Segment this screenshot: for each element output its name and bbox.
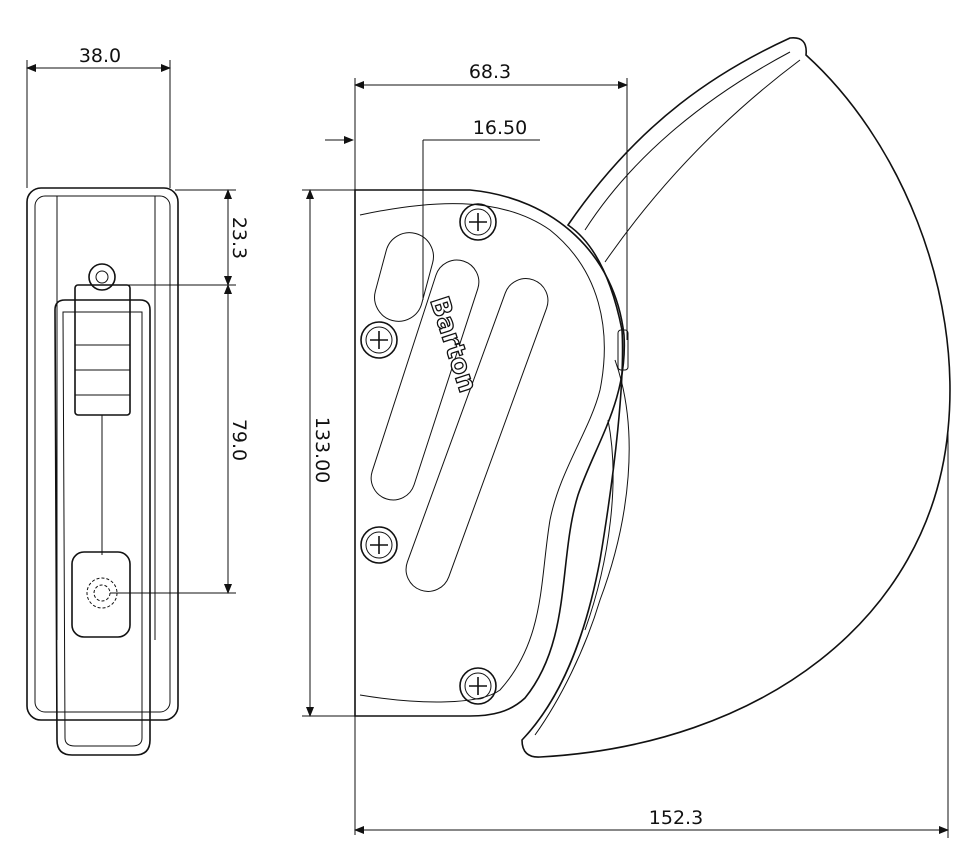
screw-icon <box>459 667 497 705</box>
dimension-width-side: 38.0 <box>26 45 171 188</box>
screw-icon <box>360 321 398 359</box>
barton-logo: Barton <box>423 293 482 396</box>
dimension-depth: 68.3 <box>354 61 628 835</box>
dimension-top-offset: 23.3 <box>110 189 250 286</box>
screw-icon <box>459 203 497 241</box>
dimension-height: 133.00 <box>302 189 355 717</box>
dimension-cam-offset: 16.50 <box>325 117 540 300</box>
dimension-label: 152.3 <box>649 807 703 829</box>
screw-icon <box>360 526 398 564</box>
front-view: Barton <box>354 37 951 758</box>
side-view <box>26 187 179 756</box>
dimension-label: 79.0 <box>228 419 250 461</box>
dimension-label: 16.50 <box>473 117 527 139</box>
dimension-label: 68.3 <box>469 61 511 83</box>
dimension-hole-spacing: 79.0 <box>110 284 250 594</box>
dimension-label: 23.3 <box>228 217 250 259</box>
dimension-overall-length: 152.3 <box>354 430 949 838</box>
dimension-label: 133.00 <box>311 417 333 483</box>
dimension-label: 38.0 <box>79 45 121 67</box>
